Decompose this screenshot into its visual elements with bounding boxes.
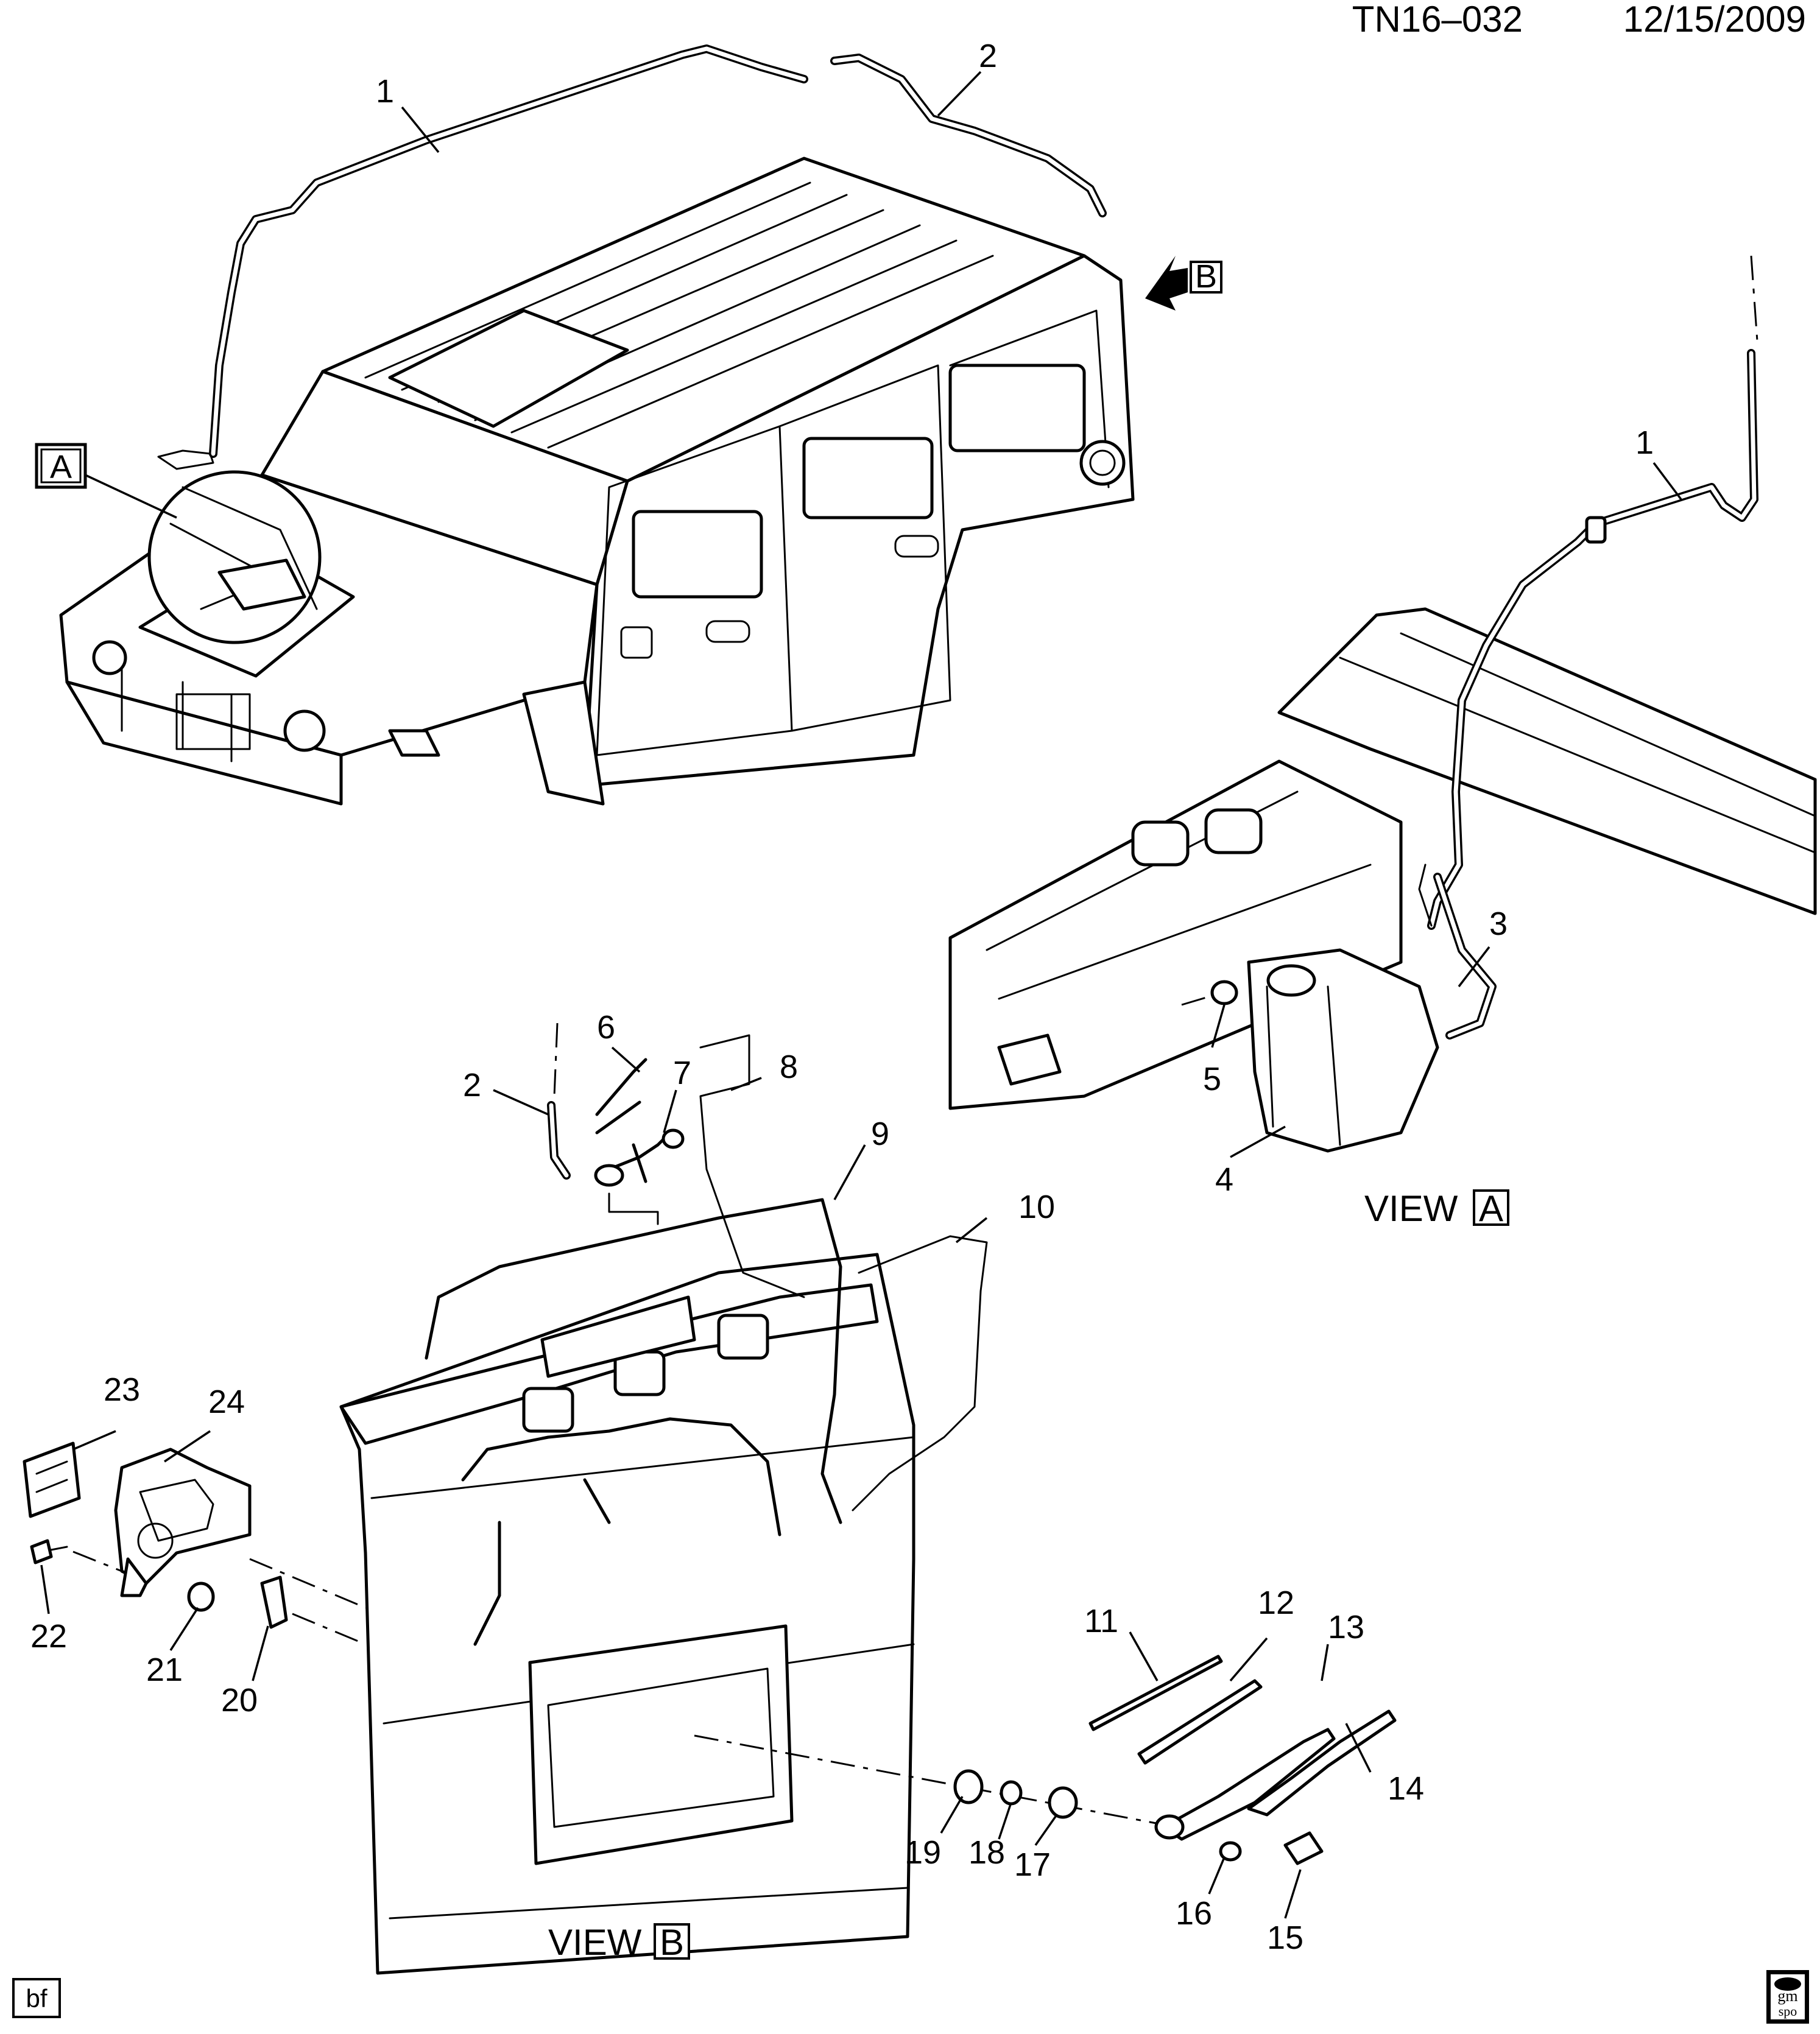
label-2-view-b: 2	[463, 1067, 481, 1103]
view-a-letter: A	[1479, 1188, 1503, 1229]
label-23: 23	[104, 1371, 140, 1408]
label-21: 21	[146, 1652, 183, 1688]
label-9: 9	[871, 1116, 889, 1152]
diagram-id: TN16–032	[1352, 0, 1523, 40]
view-b-letter: B	[660, 1922, 684, 1963]
label-11: 11	[1084, 1603, 1118, 1639]
view-a-marker: A	[50, 449, 72, 485]
label-2: 2	[979, 38, 997, 74]
label-12: 12	[1258, 1585, 1294, 1621]
part-labels: 1 2 1 3 4 5 2 6 7 8 9 10 11 12 13 14 15 …	[30, 38, 1654, 1956]
label-7: 7	[673, 1055, 691, 1091]
washer-hose-1	[157, 44, 808, 470]
label-13: 13	[1328, 1609, 1364, 1645]
logo-bottom-text: spo	[1779, 2004, 1797, 2019]
label-5: 5	[1203, 1061, 1221, 1097]
label-15: 15	[1267, 1920, 1303, 1956]
view-a-caption: VIEW A	[1364, 1188, 1509, 1229]
label-3: 3	[1489, 906, 1508, 942]
label-16: 16	[1176, 1895, 1212, 1932]
label-22: 22	[30, 1618, 67, 1655]
view-b-caption: VIEW B	[548, 1922, 690, 1963]
label-4: 4	[1215, 1161, 1233, 1198]
label-20: 20	[221, 1682, 258, 1719]
washer-hose-2	[830, 54, 1107, 217]
view-a-callout: A	[35, 443, 177, 519]
label-14: 14	[1388, 1770, 1424, 1807]
view-a-word: VIEW	[1364, 1188, 1458, 1229]
label-6: 6	[597, 1009, 615, 1046]
footer-initials: bf	[12, 1978, 61, 2018]
gm-spo-logo: gm spo	[1766, 1970, 1809, 2024]
view-b-word: VIEW	[548, 1922, 642, 1963]
view-a-assembly	[948, 255, 1817, 1153]
view-b-marker: B	[1195, 258, 1217, 295]
label-18: 18	[968, 1834, 1005, 1871]
label-17: 17	[1014, 1846, 1051, 1883]
label-10: 10	[1018, 1189, 1055, 1225]
logo-top-text: gm	[1777, 1987, 1797, 2005]
view-b-arrow: B	[1145, 256, 1222, 311]
view-b-assembly	[23, 1022, 1397, 1975]
label-1: 1	[376, 73, 394, 110]
initials-text: bf	[26, 1984, 47, 2013]
vehicle-body	[59, 157, 1135, 806]
label-24: 24	[208, 1384, 245, 1420]
label-1-view-a: 1	[1635, 424, 1654, 461]
leader-lines	[40, 71, 1682, 1919]
label-8: 8	[780, 1049, 798, 1085]
label-19: 19	[905, 1834, 941, 1871]
diagram-date: 12/15/2009	[1623, 0, 1806, 40]
